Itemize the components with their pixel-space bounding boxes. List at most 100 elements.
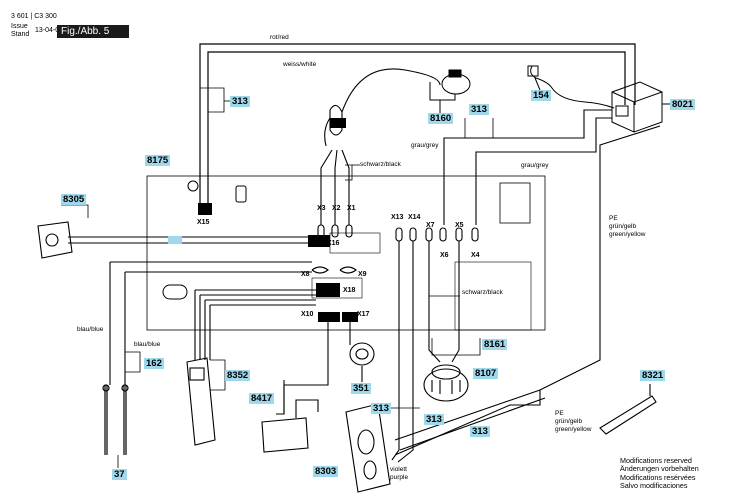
wire-loom-6 <box>209 304 316 360</box>
clip <box>235 185 247 203</box>
screw-37-a-head <box>102 384 110 392</box>
callout-8321: 8321 <box>640 370 666 381</box>
callout-8161: 8161 <box>482 339 508 350</box>
doc-number: 3 601 | C3 300 <box>11 13 57 20</box>
motor-8107 <box>423 368 469 402</box>
callout-8107: 8107 <box>473 368 499 379</box>
callout-8417: 8417 <box>249 393 275 404</box>
part-8321 <box>599 395 657 435</box>
connector-x6: X6 <box>440 252 449 259</box>
note-line: Modifications resérvées <box>620 472 696 482</box>
callout-351: 351 <box>351 383 371 394</box>
x8-terminal <box>311 266 329 274</box>
label-black-1: schwarz/black <box>360 161 401 168</box>
part-8352-head <box>189 367 205 381</box>
wire-313c <box>394 389 541 441</box>
part-8303-hole <box>357 429 375 455</box>
x14-terminal <box>409 227 417 242</box>
screw-37-a <box>104 385 108 455</box>
x9-terminal <box>339 266 357 274</box>
x4-terminal <box>471 227 479 242</box>
callout-37: 37 <box>112 469 127 480</box>
motor-8107-top <box>431 364 461 380</box>
label-blue-1: blau/blue <box>77 326 104 333</box>
connector-x9: X9 <box>358 271 367 278</box>
callout-8352: 8352 <box>225 370 251 381</box>
label-violet: violett <box>390 466 407 473</box>
8021-tab <box>615 105 629 117</box>
figure-label: Fig./Abb. 5 <box>57 25 129 38</box>
connector-x2: X2 <box>332 205 341 212</box>
housing-outline <box>146 175 546 331</box>
connector-x17: X17 <box>357 311 370 318</box>
issue-date: 13-04-08 <box>35 27 64 34</box>
part-8305-hub <box>45 233 59 247</box>
slot-cutout <box>162 284 188 300</box>
wire-x7 <box>428 241 441 363</box>
bracket-8352 <box>210 359 226 391</box>
fuse-area <box>499 182 531 224</box>
callout-8303: 8303 <box>313 466 339 477</box>
part-351 <box>349 342 375 366</box>
wire-loom-1 <box>109 261 312 385</box>
note-line: Salvo modificaciones <box>620 481 688 491</box>
wire-grey-a <box>475 117 612 225</box>
connector-x13: X13 <box>391 214 404 221</box>
switch-cable-2 <box>324 117 331 147</box>
connector-x15: X15 <box>197 219 210 226</box>
wire-x2 <box>334 149 338 225</box>
wire-loom-2 <box>124 271 312 385</box>
x18-connector <box>316 283 340 297</box>
callout-8021: 8021 <box>670 99 696 110</box>
x16-connector <box>308 235 330 247</box>
connector-x16: X16 <box>327 240 340 247</box>
8160-bracket <box>429 82 456 101</box>
label-blue-2: blau/blue <box>134 341 161 348</box>
label-green-yellow-1b: green/yellow <box>609 231 646 238</box>
x18-area <box>311 277 363 299</box>
switch-block <box>330 118 346 128</box>
bracket-313b <box>464 118 494 139</box>
wire-x3 <box>320 149 333 225</box>
bracket-162 <box>125 351 141 373</box>
connector-x14: X14 <box>408 214 421 221</box>
label-green-yellow-2b: green/yellow <box>555 426 592 433</box>
bracket-8305 <box>61 204 89 218</box>
bracket-8417 <box>276 380 285 415</box>
label-grey-1: grau/grey <box>411 142 439 149</box>
wire-red <box>199 43 636 205</box>
connector-x5: X5 <box>455 222 464 229</box>
connector-x8: X8 <box>301 271 310 278</box>
connector-x1: X1 <box>347 205 356 212</box>
wire-x14 <box>397 241 414 463</box>
callout-154: 154 <box>531 90 551 101</box>
note-line: Modifications reserved <box>620 456 692 465</box>
bracket-8161 <box>431 338 481 356</box>
label-white: weiss/white <box>283 61 317 68</box>
callout-313-d: 313 <box>424 414 444 425</box>
connector-x3: X3 <box>317 205 326 212</box>
part-8303-hole-2 <box>363 460 377 480</box>
8021-face <box>611 91 663 132</box>
x10-connector <box>318 312 340 322</box>
part-8352 <box>186 357 216 446</box>
wire-white <box>207 51 626 205</box>
mount-hole <box>187 180 199 192</box>
screw-37-b <box>123 385 127 455</box>
switch-cable <box>341 68 441 113</box>
stand-label: Stand <box>11 31 30 38</box>
callout-8305: 8305 <box>61 194 87 205</box>
part-8417-arm <box>295 399 319 418</box>
issue-label: Issue <box>11 23 28 30</box>
motor-8107-vent <box>431 380 461 394</box>
callout-313-mid: 313 <box>469 104 489 115</box>
callout-313-c: 313 <box>371 403 391 414</box>
note-line: Änderungen vorbehalten <box>620 464 699 474</box>
cable-sleeve <box>168 236 182 244</box>
callout-313-top: 313 <box>230 96 250 107</box>
wire-loom-4 <box>199 294 316 360</box>
callout-313-e: 313 <box>470 426 490 437</box>
part-8303 <box>345 403 391 493</box>
callout-8160: 8160 <box>428 113 454 124</box>
